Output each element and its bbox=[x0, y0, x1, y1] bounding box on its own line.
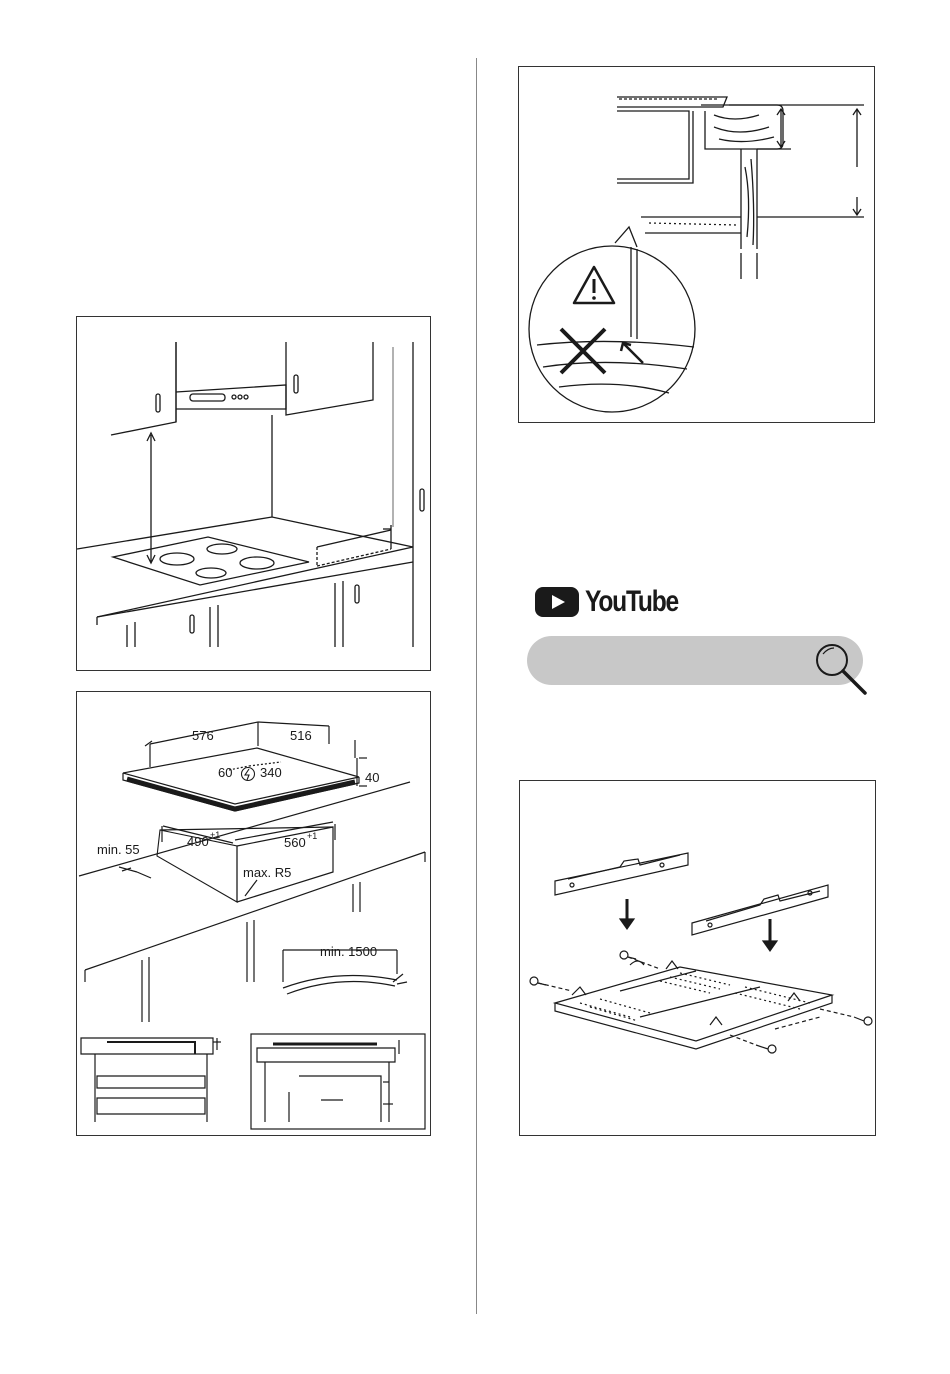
dim-340: 340 bbox=[260, 765, 282, 780]
dim-490: 490 bbox=[187, 834, 209, 849]
warning-triangle-icon bbox=[574, 267, 614, 303]
dim-560-tolerance: +1 bbox=[307, 831, 317, 841]
dim-60: 60 bbox=[218, 765, 232, 780]
cutout-dimensions-drawing: 576 516 60 340 40 min. 55 490 +1 560 +1 … bbox=[77, 692, 432, 1137]
mounting-brackets-drawing bbox=[520, 781, 877, 1137]
dim-576: 576 bbox=[192, 728, 214, 743]
figure-worktop-warning bbox=[518, 66, 875, 423]
search-icon[interactable] bbox=[812, 640, 872, 700]
dim-max-r5: max. R5 bbox=[243, 865, 291, 880]
dim-560: 560 bbox=[284, 835, 306, 850]
figure-hood-clearance bbox=[76, 316, 431, 671]
youtube-wordmark: YouTube bbox=[585, 585, 678, 619]
dim-40: 40 bbox=[365, 770, 379, 785]
hood-clearance-drawing bbox=[77, 317, 432, 672]
cross-mark-icon bbox=[561, 329, 605, 373]
youtube-logo: YouTube bbox=[535, 585, 698, 619]
column-divider bbox=[476, 58, 477, 1314]
figure-mounting-brackets bbox=[519, 780, 876, 1136]
dim-min-1500: min. 1500 bbox=[320, 944, 377, 959]
worktop-warning-drawing bbox=[519, 67, 876, 424]
dim-490-tolerance: +1 bbox=[210, 830, 220, 840]
dim-min-55: min. 55 bbox=[97, 842, 140, 857]
dim-516: 516 bbox=[290, 728, 312, 743]
figure-cutout-dimensions: 576 516 60 340 40 min. 55 490 +1 560 +1 … bbox=[76, 691, 431, 1136]
youtube-play-icon bbox=[535, 587, 579, 617]
